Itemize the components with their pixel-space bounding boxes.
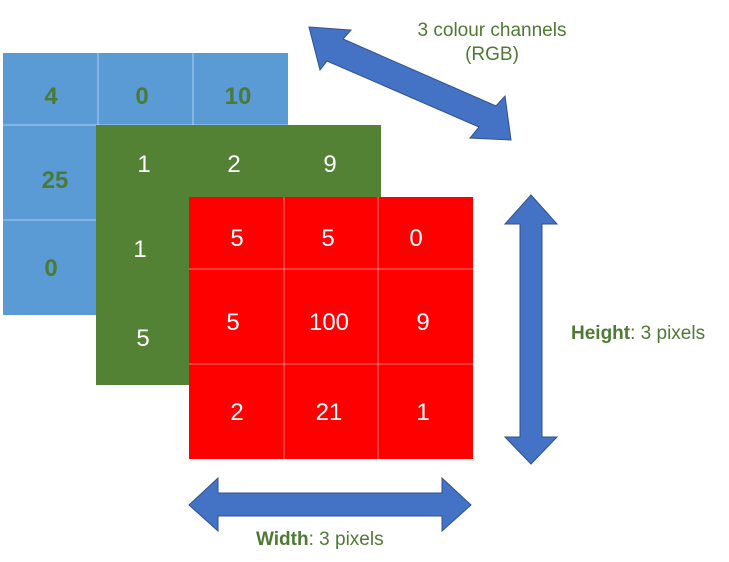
colour-channels-label: 3 colour channels (RGB) [392,19,592,67]
red-cell-r1c0: 5 [226,309,239,336]
red-cell-r2c1: 21 [316,399,343,426]
red-grid [189,197,473,459]
red-cell-r0c2: 0 [409,225,422,252]
width-label-key: Width [256,529,309,550]
blue-cell-r0c0: 4 [44,83,58,110]
red-cell-r0c1: 5 [321,225,334,252]
height-label: Height: 3 pixels [571,322,705,346]
green-cell-r1c0: 1 [133,236,146,263]
colour-channels-label-line1: 3 colour channels [417,20,567,41]
red-channel-bg [189,197,473,459]
red-cell-r1c1: 100 [309,309,349,336]
blue-cell-r0c2: 10 [225,83,252,110]
channels-double-arrow [308,26,512,141]
blue-cell-r2c0: 0 [44,255,57,282]
red-cell-r0c0: 5 [230,225,243,252]
red-channel: 5 5 0 5 100 9 2 21 1 [189,197,473,459]
height-double-arrow [503,194,559,465]
green-cell-r2c0: 5 [136,325,149,352]
width-label: Width: 3 pixels [256,528,384,552]
green-cell-r0c0: 1 [137,151,150,178]
width-double-arrow [188,476,472,533]
height-label-value: : 3 pixels [630,323,706,344]
blue-cell-r0c1: 0 [135,83,148,110]
red-cell-r2c0: 2 [230,399,243,426]
red-cell-r1c2: 9 [416,309,429,336]
green-cell-r0c1: 2 [227,151,240,178]
colour-channels-label-line2: (RGB) [465,43,519,65]
blue-cell-r1c0: 25 [42,167,69,194]
green-cell-r0c2: 9 [323,151,336,178]
width-label-value: : 3 pixels [308,529,384,550]
height-label-key: Height [571,323,631,344]
red-cell-r2c2: 1 [416,399,429,426]
